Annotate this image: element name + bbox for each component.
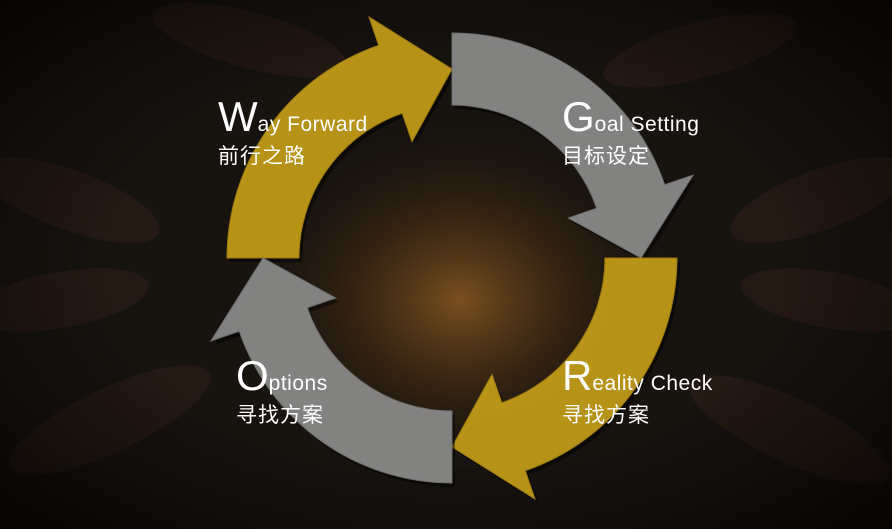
stage-initial: W (218, 93, 258, 140)
stage-initial: G (562, 93, 595, 140)
stage-label-reality-check: Reality Check 寻找方案 (562, 355, 713, 426)
stage-subtitle-cn: 寻找方案 (562, 403, 650, 427)
stage-label-goal-setting: Goal Setting 目标设定 (562, 96, 699, 167)
stage-subtitle-cn: 目标设定 (562, 144, 650, 168)
stage-label-way-forward: Way Forward 前行之路 (218, 96, 368, 167)
stage-title-rest: eality Check (592, 372, 713, 395)
stage-title-rest: oal Setting (594, 113, 700, 136)
stage-title-rest: ptions (268, 372, 328, 395)
cycle-arrow-way-forward (226, 15, 453, 259)
stage-subtitle-cn: 寻找方案 (236, 403, 324, 427)
stage-title-rest: ay Forward (257, 113, 368, 136)
stage-label-options: Options 寻找方案 (236, 355, 328, 426)
stage-subtitle-cn: 前行之路 (218, 144, 306, 168)
cycle-arrow-options (209, 257, 453, 484)
cycle-arrow-reality-check (451, 257, 678, 501)
cycle-ring (209, 15, 697, 504)
stage-initial: O (236, 352, 269, 399)
cycle-arrow-goal-setting (451, 32, 695, 259)
stage-initial: R (562, 352, 593, 399)
